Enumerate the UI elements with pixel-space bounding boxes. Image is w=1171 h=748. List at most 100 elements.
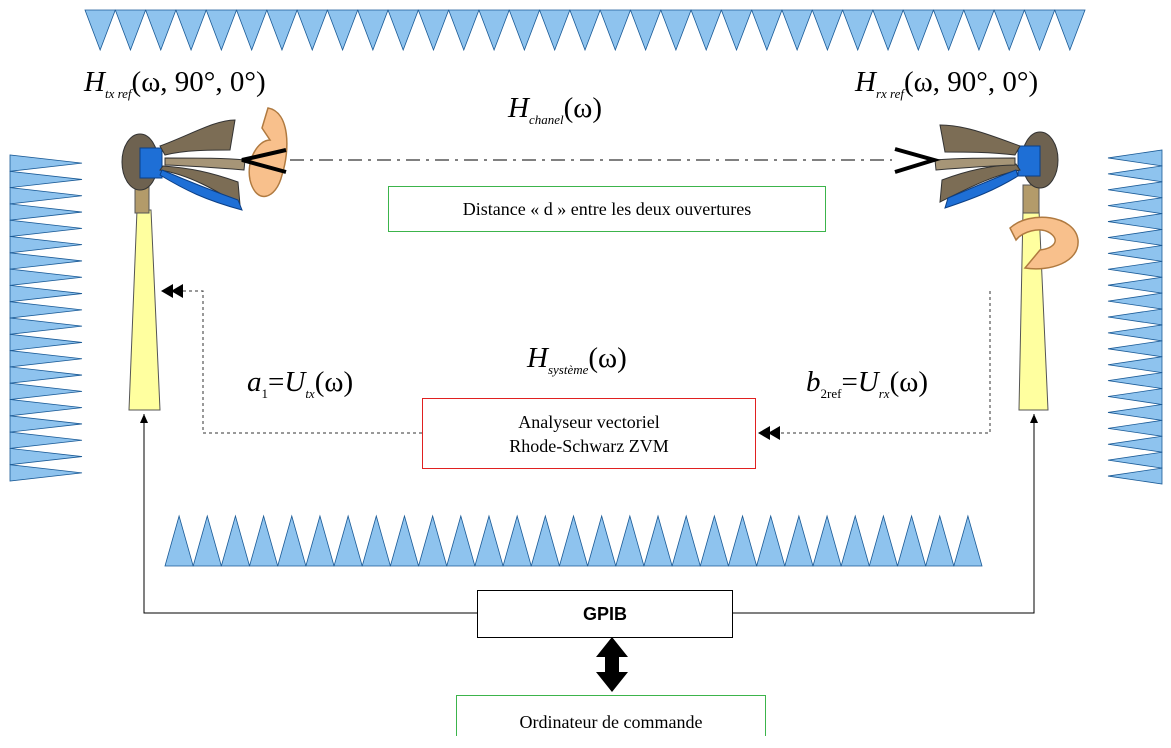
absorber-cone-top — [145, 9, 177, 52]
absorber-cone-bottom — [671, 514, 701, 567]
analyzer-label-line1: Analyseur vectoriel — [518, 412, 660, 432]
absorber-cone-right — [1107, 229, 1163, 246]
absorber-cone-top — [781, 9, 813, 52]
absorber-cone-left — [9, 399, 83, 417]
absorber-cone-left — [9, 333, 83, 352]
absorber-cone-left — [9, 382, 83, 400]
absorber-cone-top — [175, 9, 207, 52]
absorber-cone-bottom — [220, 514, 251, 567]
absorber-cone-top — [690, 9, 722, 52]
absorber-cone-bottom — [727, 514, 758, 567]
absorber-cone-bottom — [558, 514, 589, 567]
rx-mast — [1018, 209, 1049, 411]
rx-aperture-marker — [894, 147, 942, 174]
absorber-cone-right — [1107, 213, 1163, 230]
absorber-cone-right — [1107, 308, 1163, 326]
absorber-cone-right — [1107, 388, 1163, 405]
rx-to-analyzer-path — [780, 291, 991, 434]
absorber-cone-right — [1107, 356, 1163, 374]
control-computer-label: Ordinateur de commande — [519, 712, 703, 732]
absorber-cone-left — [9, 301, 83, 319]
absorber-cone-left — [9, 431, 83, 449]
absorber-cone-bottom — [615, 514, 645, 567]
absorber-cone-left — [9, 252, 83, 270]
gpib-box: GPIB — [477, 590, 733, 638]
absorber-cone-right — [1107, 165, 1163, 183]
absorber-cone-bottom — [502, 514, 532, 567]
absorber-cone-top — [114, 9, 147, 52]
absorber-cone-right — [1107, 244, 1163, 262]
absorber-cone-top — [417, 9, 450, 52]
absorber-cone-top — [993, 9, 1025, 52]
tx-horn-antenna — [121, 119, 246, 214]
absorber-cone-bottom — [699, 514, 729, 567]
absorber-cone-left — [9, 350, 83, 368]
absorber-cone-bottom — [756, 514, 786, 567]
absorber-cone-right — [1107, 467, 1163, 485]
absorber-cone-top — [1054, 9, 1086, 52]
absorber-cone-top — [751, 9, 783, 52]
absorber-cone-top — [84, 9, 116, 52]
control-computer-box: Ordinateur de commande — [456, 695, 766, 736]
absorber-cone-right — [1107, 197, 1163, 215]
incident-wave-formula: a1=Utx(ω) — [247, 366, 354, 401]
gpib-to-rx-line — [733, 414, 1038, 614]
distance-label-box: Distance « d » entre les deux ouvertures — [388, 186, 826, 232]
absorber-cone-bottom — [418, 514, 448, 567]
absorber-cone-top — [811, 9, 844, 52]
analyzer-to-tx-path — [182, 290, 422, 434]
absorber-cone-left — [9, 268, 83, 286]
absorber-cone-bottom — [248, 514, 279, 567]
rx-rotation-arrow — [1009, 216, 1079, 270]
absorber-cone-top — [478, 9, 510, 52]
absorber-cone-right — [1107, 181, 1163, 199]
system-transfer-function: Hsystème(ω) — [527, 342, 627, 377]
absorber-cone-top — [448, 9, 480, 52]
gpib-to-tx-line — [140, 414, 477, 614]
absorber-cone-bottom — [925, 514, 955, 567]
tx-reference-transfer-function: Htx ref(ω, 90°, 0°) — [84, 66, 266, 101]
absorber-cone-top — [357, 9, 389, 52]
absorber-cone-top — [720, 9, 753, 52]
tx-mast — [128, 209, 161, 411]
absorber-cone-left — [9, 415, 83, 433]
absorber-cone-bottom — [896, 514, 927, 567]
absorber-cone-top — [235, 9, 268, 52]
tx-double-arrowhead — [161, 284, 183, 298]
absorber-cone-top — [387, 9, 419, 52]
absorber-cone-top — [538, 9, 571, 52]
absorber-cone-bottom — [446, 514, 476, 567]
absorber-cone-top — [296, 9, 329, 52]
absorber-cone-top — [326, 9, 359, 52]
absorber-cone-left — [9, 203, 83, 221]
absorber-cone-bottom — [164, 514, 194, 567]
absorber-cone-bottom — [784, 514, 814, 567]
channel-transfer-function: Hchanel(ω) — [508, 92, 603, 127]
absorber-cone-left — [9, 447, 83, 466]
gpib-label: GPIB — [582, 604, 627, 624]
absorber-cone-top — [932, 9, 965, 52]
absorber-cone-top — [1023, 9, 1056, 52]
absorber-cone-left — [9, 219, 83, 237]
absorber-cone-top — [872, 9, 904, 52]
absorber-cone-left — [9, 464, 83, 482]
gpib-computer-double-arrow — [596, 637, 628, 692]
absorber-cone-top — [629, 9, 662, 52]
absorber-cones — [9, 9, 1163, 567]
absorber-cone-right — [1107, 276, 1163, 294]
absorber-cone-bottom — [530, 514, 560, 567]
absorber-cone-top — [963, 9, 995, 52]
absorber-cone-right — [1107, 149, 1163, 167]
absorber-cone-bottom — [868, 514, 899, 567]
absorber-cone-top — [599, 9, 632, 52]
absorber-cone-right — [1107, 451, 1163, 469]
absorber-cone-left — [9, 284, 83, 303]
absorber-cone-left — [9, 170, 83, 189]
absorber-cone-right — [1107, 260, 1163, 278]
absorber-cone-bottom — [389, 514, 420, 567]
absorber-cone-top — [266, 9, 298, 52]
absorber-cone-left — [9, 154, 83, 172]
tx-aperture-marker — [241, 148, 287, 174]
